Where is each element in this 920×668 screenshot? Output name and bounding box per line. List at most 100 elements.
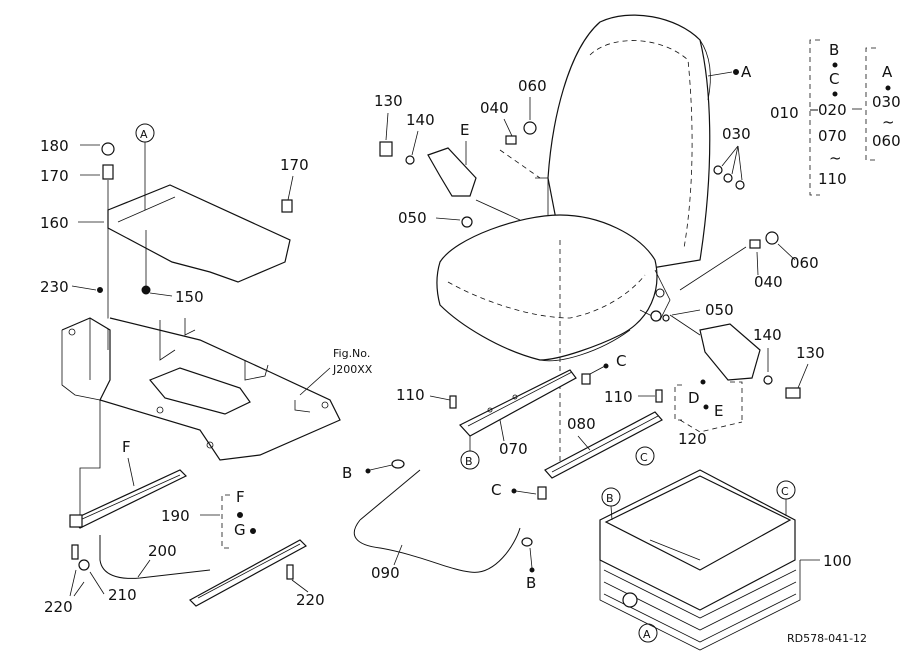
ref-C3: C	[491, 481, 501, 499]
bracket-060: 060	[872, 132, 901, 150]
bracket-tilde2: ~	[882, 113, 895, 131]
bracket-A: A	[882, 63, 893, 81]
part-label-100: 100	[823, 552, 852, 570]
part-label-200: 200	[148, 542, 177, 560]
base-frame	[61, 317, 341, 461]
washer-140	[405, 155, 415, 165]
nut-150	[141, 285, 151, 295]
ref-F2: F	[236, 488, 245, 506]
drawing-code: RD578-041-12	[787, 632, 867, 645]
ref-E2: E	[714, 402, 723, 420]
bolt-170b	[281, 199, 293, 213]
frame-opening	[149, 367, 251, 415]
rail-F	[69, 469, 188, 529]
bolt-040b	[749, 239, 761, 249]
part-label-170b: 170	[280, 156, 309, 174]
nut-050b	[650, 310, 662, 322]
part-label-040b: 040	[754, 273, 783, 291]
seat-armrest-bracket	[535, 177, 549, 215]
part-label-210: 210	[108, 586, 137, 604]
part-label-130b: 130	[796, 344, 825, 362]
part-label-110: 110	[396, 386, 425, 404]
part-label-190: 190	[161, 507, 190, 525]
part-label-120: 120	[678, 430, 707, 448]
ref-C-box: C	[781, 485, 789, 498]
part-label-080: 080	[567, 415, 596, 433]
seat-cushion	[436, 214, 671, 470]
bracket-070: 070	[818, 127, 847, 145]
bolt-030a	[713, 165, 723, 175]
seat-backrest	[547, 14, 711, 271]
part-label-070: 070	[499, 440, 528, 458]
ref-A-top: A	[140, 128, 148, 141]
part-label-060b: 060	[790, 254, 819, 272]
rod-200	[99, 535, 211, 579]
part-label-010: 010	[770, 104, 799, 122]
ref-B2: B	[342, 464, 352, 482]
clip-B2	[391, 459, 405, 469]
rail-070	[459, 369, 577, 437]
mount-plate	[107, 184, 291, 290]
clip-B3	[521, 537, 533, 547]
cap-180	[101, 142, 115, 156]
ref-A-seat: A	[741, 63, 752, 81]
washer-140b	[763, 375, 773, 385]
bolt-C1	[581, 373, 591, 385]
ref-B3: B	[526, 574, 536, 592]
bolt-220a	[71, 544, 79, 560]
bracket-020: 020	[818, 101, 847, 119]
suspension-base	[599, 469, 801, 651]
bracket-030: 030	[872, 93, 901, 111]
part-label-140: 140	[406, 111, 435, 129]
part-label-050: 050	[398, 209, 427, 227]
part-label-220a: 220	[44, 598, 73, 616]
bracket-C: C	[829, 70, 839, 88]
part-label-110b: 110	[604, 388, 633, 406]
ref-E1: E	[460, 121, 469, 139]
part-label-220b: 220	[296, 591, 325, 609]
bolt-170	[102, 164, 114, 180]
bolt-130	[379, 141, 393, 157]
washer-210	[78, 559, 90, 571]
ref-C2: C	[640, 451, 648, 464]
part-label-140b: 140	[753, 326, 782, 344]
rail-G	[189, 539, 307, 607]
bolt-110b	[655, 389, 663, 403]
bolt-030b	[723, 173, 733, 183]
bracket-B: B	[829, 41, 839, 59]
bolt-040	[505, 135, 517, 145]
ref-B-box: B	[606, 492, 614, 505]
cable-090	[353, 519, 521, 573]
bracket-110: 110	[818, 170, 847, 188]
bolt-110	[449, 395, 457, 409]
ref-C1: C	[616, 352, 626, 370]
part-label-050b: 050	[705, 301, 734, 319]
bolt-C3	[537, 486, 547, 500]
ref-G: G	[234, 521, 246, 539]
ref-A-bottom: A	[643, 628, 651, 641]
belt-buckle-E	[427, 147, 477, 197]
cap-060	[523, 121, 537, 135]
part-label-030: 030	[722, 125, 751, 143]
belt-buckle-E2	[699, 323, 761, 381]
part-label-040: 040	[480, 99, 509, 117]
part-label-160: 160	[40, 214, 69, 232]
ref-B1: B	[465, 455, 473, 468]
part-label-060: 060	[518, 77, 547, 95]
bolt-030c	[735, 180, 745, 190]
part-label-230: 230	[40, 278, 69, 296]
cap-060b	[765, 231, 779, 245]
part-label-180: 180	[40, 137, 69, 155]
bracket-tilde: ~	[829, 149, 842, 167]
part-label-150: 150	[175, 288, 204, 306]
bolt-220b	[286, 564, 294, 580]
part-label-130: 130	[374, 92, 403, 110]
bolt-130b	[785, 387, 801, 399]
ref-circle-C2	[635, 446, 655, 466]
rail-080	[544, 411, 663, 479]
part-label-170: 170	[40, 167, 69, 185]
nut-050	[461, 216, 473, 228]
part-label-090: 090	[371, 564, 400, 582]
